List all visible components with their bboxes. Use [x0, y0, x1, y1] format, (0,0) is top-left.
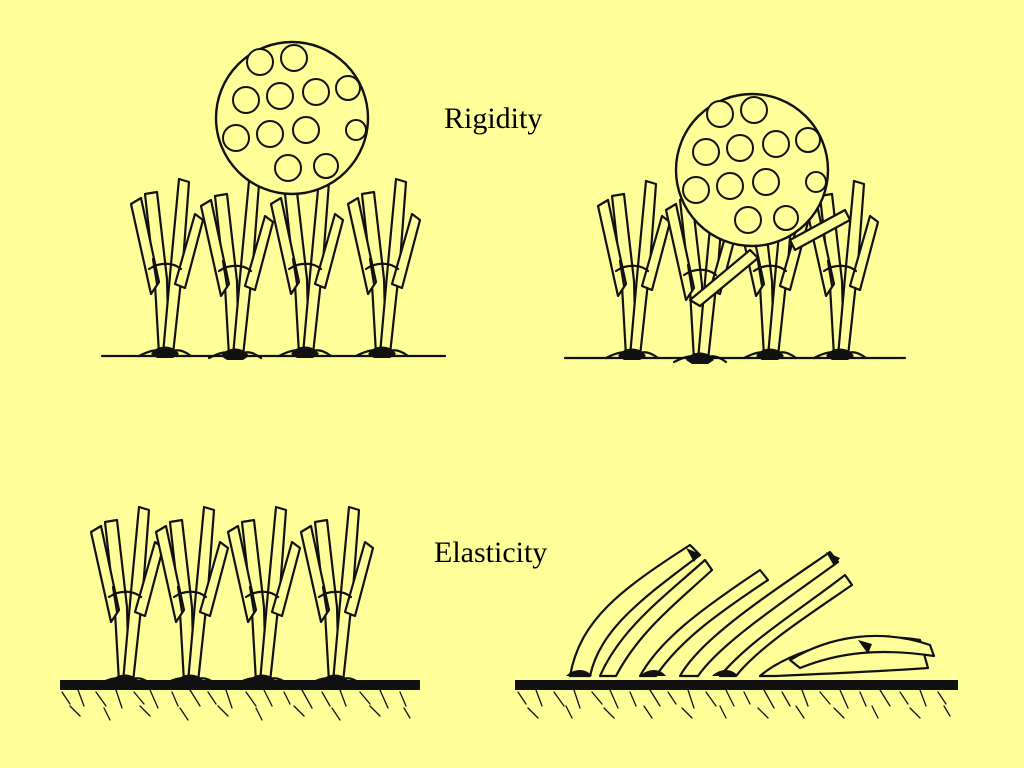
elasticity-right-panel: [515, 543, 958, 719]
rigidity-label: Rigidity: [444, 102, 543, 135]
elasticity-left-panel: [60, 505, 420, 721]
rigidity-left-panel: [100, 40, 447, 362]
elasticity-label: Elasticity: [434, 536, 548, 569]
rigidity-right-panel: [563, 92, 907, 366]
